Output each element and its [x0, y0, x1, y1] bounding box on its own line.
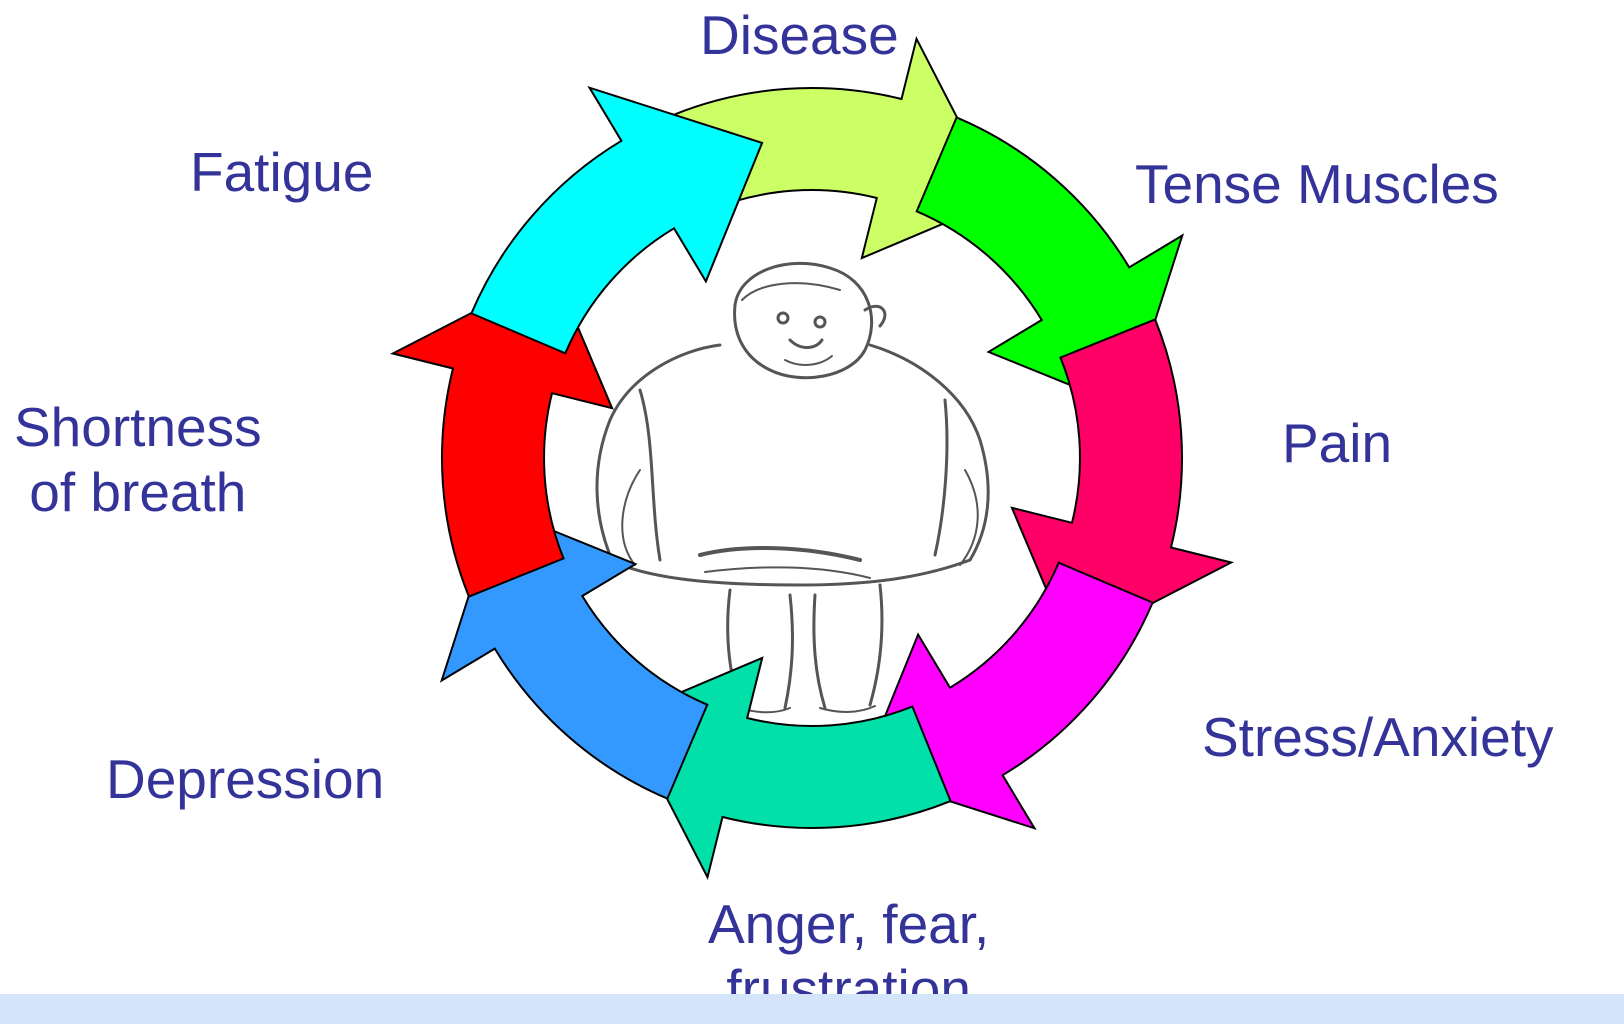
footer-band: [0, 994, 1624, 1024]
cycle-ring: [393, 39, 1231, 877]
label-pain: Pain: [1282, 411, 1392, 476]
label-depression: Depression: [106, 747, 384, 812]
center-person-sketch: [597, 263, 988, 712]
label-fatigue: Fatigue: [190, 140, 373, 205]
label-shortness-of-breath: Shortness of breath: [14, 395, 262, 525]
label-tense-muscles: Tense Muscles: [1135, 152, 1499, 217]
label-stress-anxiety: Stress/Anxiety: [1202, 705, 1554, 770]
label-disease: Disease: [700, 3, 899, 68]
